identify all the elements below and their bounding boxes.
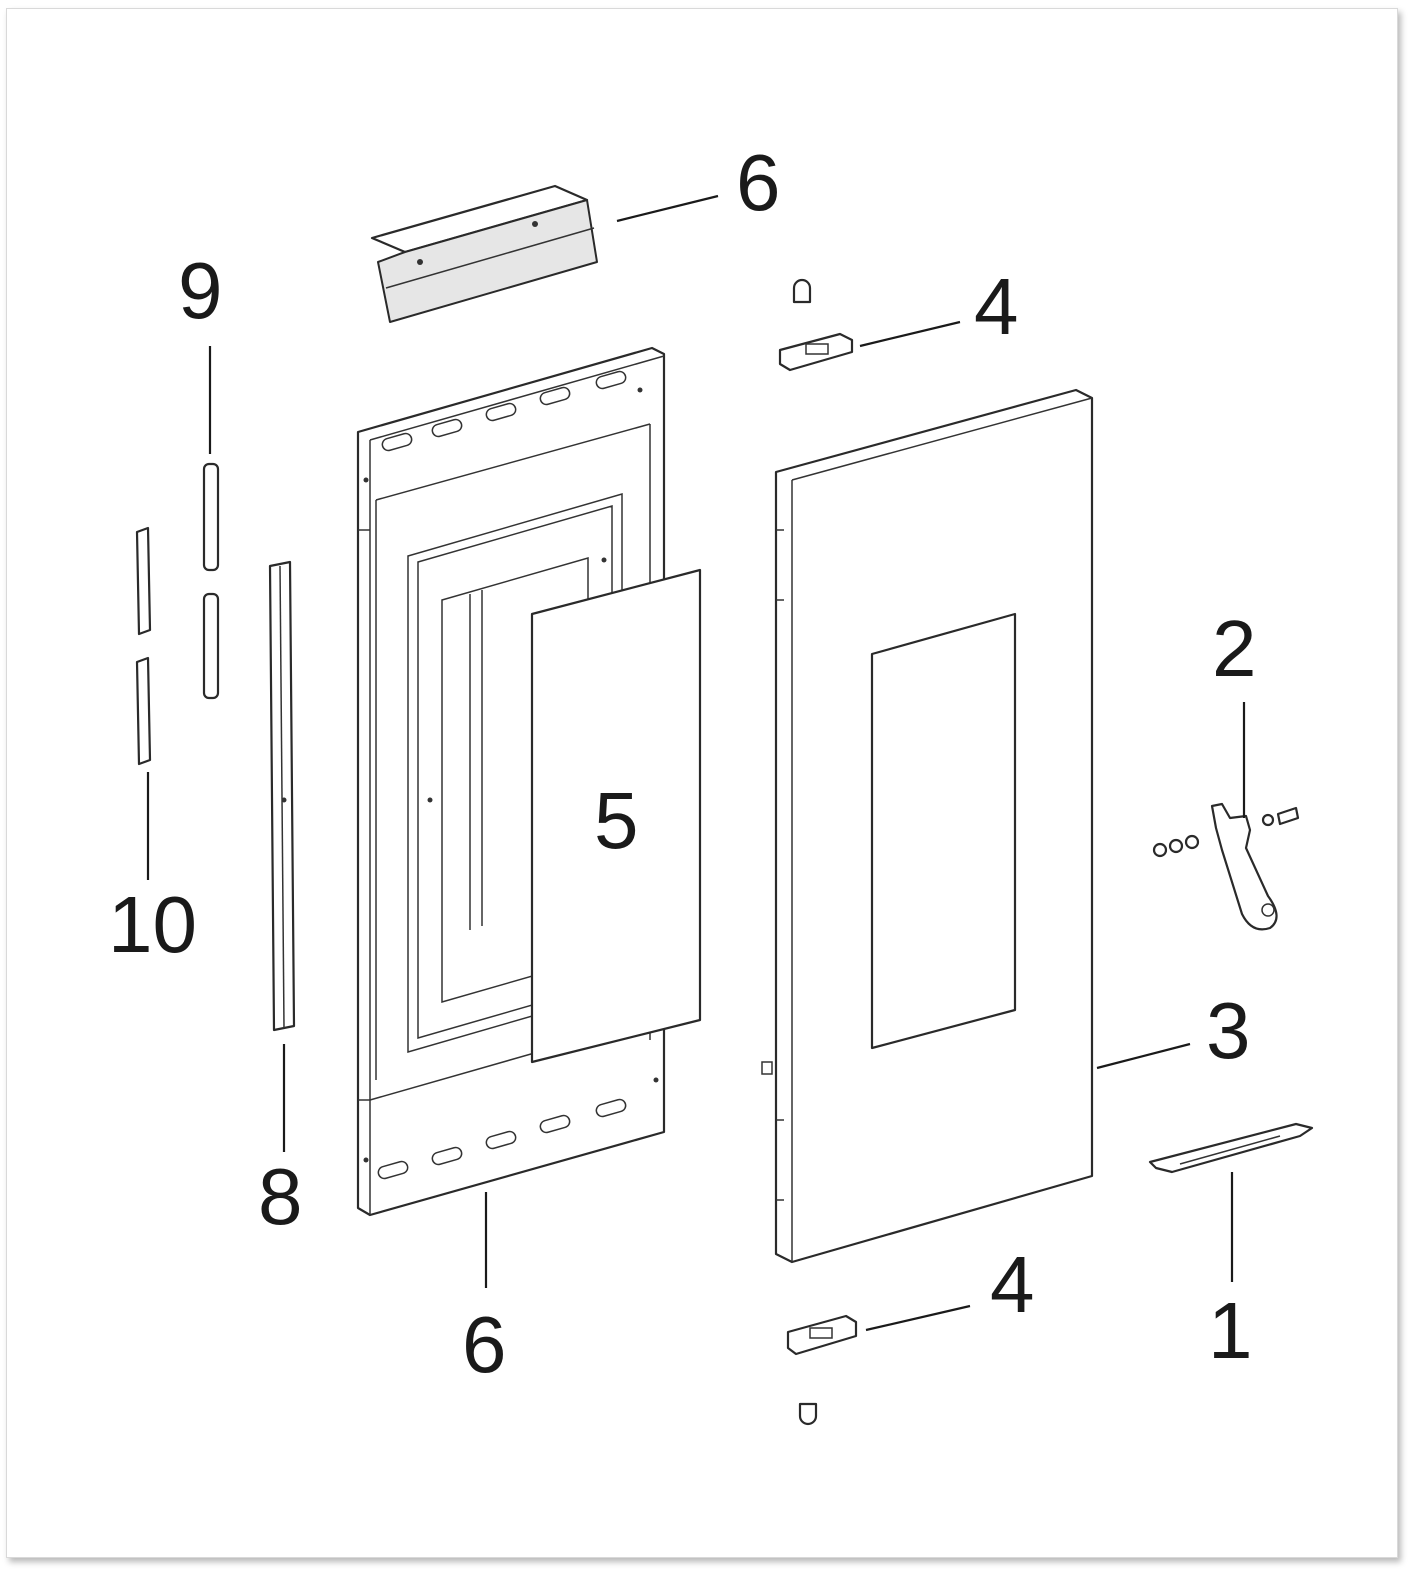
part-8-seal-strip bbox=[268, 560, 296, 1032]
part-4-bottom-hinge bbox=[786, 1314, 858, 1426]
callout-4-bottom: 4 bbox=[990, 1240, 1035, 1329]
part-1-handle bbox=[1148, 1122, 1314, 1174]
part-10-strips bbox=[135, 526, 152, 766]
part-3-door-panel bbox=[761, 388, 1094, 1264]
callout-3: 3 bbox=[1206, 986, 1251, 1075]
callout-10: 10 bbox=[108, 880, 197, 969]
callout-6: 6 bbox=[462, 1300, 507, 1389]
callout-labels: 6 4 9 2 5 10 3 8 4 6 1 bbox=[108, 138, 1257, 1389]
part-4-top-hinge bbox=[778, 278, 854, 372]
callout-9: 9 bbox=[178, 246, 223, 335]
part-2-hinge-bracket bbox=[1152, 802, 1300, 931]
part-9-cylinders bbox=[202, 462, 220, 700]
callout-4-top: 4 bbox=[974, 262, 1019, 351]
drawing-sheet bbox=[6, 8, 1398, 1558]
leader-lines bbox=[146, 194, 1246, 1332]
callout-5: 5 bbox=[594, 776, 639, 865]
callout-2: 2 bbox=[1212, 604, 1257, 693]
callout-8: 8 bbox=[258, 1152, 303, 1241]
part-7-top-rail bbox=[370, 184, 598, 323]
part-5-glass-panel bbox=[530, 568, 702, 1064]
callout-7: 6 bbox=[736, 138, 781, 227]
callout-1: 1 bbox=[1208, 1286, 1253, 1375]
